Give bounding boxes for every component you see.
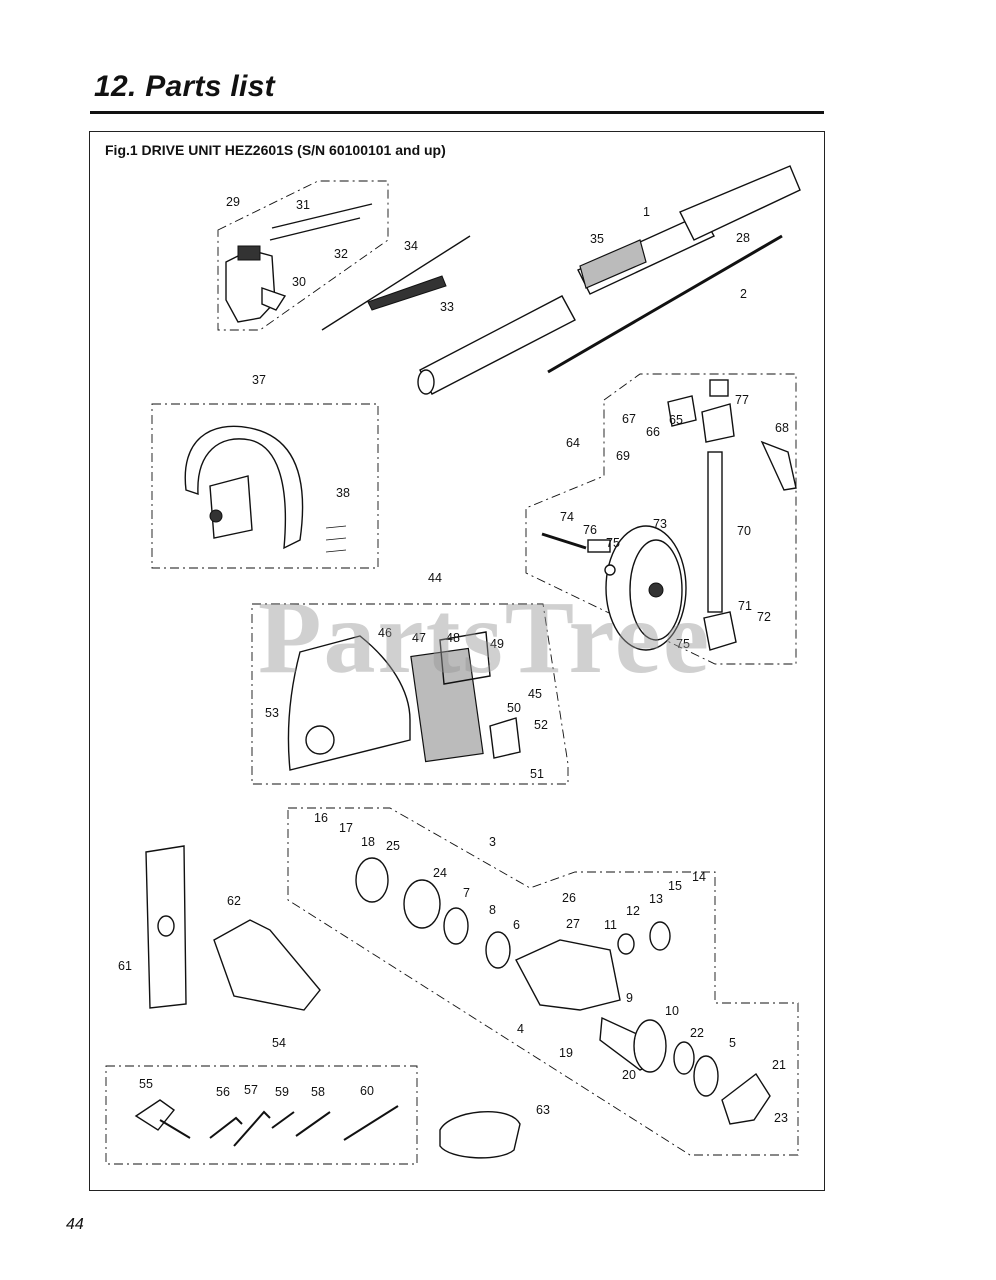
- label-27: 27: [566, 917, 580, 931]
- label-59: 59: [275, 1085, 289, 1099]
- label-63: 63: [536, 1103, 550, 1117]
- label-24: 24: [433, 866, 447, 880]
- label-50: 50: [507, 701, 521, 715]
- label-75-spacer: 75: [676, 637, 690, 651]
- label-10: 10: [665, 1004, 679, 1018]
- label-71: 71: [738, 599, 752, 613]
- blade-guard-assembly: [287, 631, 521, 771]
- label-1: 1: [643, 205, 650, 219]
- label-75-washer: 75: [606, 536, 620, 550]
- title-rule: [90, 111, 824, 114]
- figure-caption: Fig.1 DRIVE UNIT HEZ2601S (S/N 60100101 …: [105, 142, 446, 158]
- label-19: 19: [559, 1046, 573, 1060]
- label-2: 2: [740, 287, 747, 301]
- label-8: 8: [489, 903, 496, 917]
- label-65: 65: [669, 413, 683, 427]
- label-15: 15: [668, 879, 682, 893]
- label-6: 6: [513, 918, 520, 932]
- callout-labels: 1 2 3 4 5 6 7 8 9 10 11 12 13 14 15 16 1…: [118, 195, 789, 1125]
- label-22: 22: [690, 1026, 704, 1040]
- label-11: 11: [604, 918, 617, 932]
- label-68: 68: [775, 421, 789, 435]
- label-64: 64: [566, 436, 580, 450]
- label-29: 29: [226, 195, 240, 209]
- label-44: 44: [428, 571, 442, 585]
- group-boundaries: [105, 180, 799, 1165]
- label-57: 57: [244, 1083, 258, 1097]
- label-38: 38: [336, 486, 350, 500]
- label-17: 17: [339, 821, 353, 835]
- label-14: 14: [692, 870, 706, 884]
- page-number: 44: [66, 1216, 84, 1233]
- label-61: 61: [118, 959, 132, 973]
- label-69: 69: [616, 449, 630, 463]
- loop-handle: [184, 425, 347, 553]
- label-70: 70: [737, 524, 751, 538]
- label-73: 73: [653, 517, 667, 531]
- label-54: 54: [272, 1036, 286, 1050]
- throttle-assembly: [225, 203, 471, 331]
- label-49: 49: [490, 637, 504, 651]
- label-25: 25: [386, 839, 400, 853]
- label-5: 5: [729, 1036, 736, 1050]
- label-16: 16: [314, 811, 328, 825]
- drive-shaft-assembly: [417, 165, 801, 395]
- label-46: 46: [378, 626, 392, 640]
- label-47: 47: [412, 631, 426, 645]
- label-20: 20: [622, 1068, 636, 1082]
- label-35: 35: [590, 232, 604, 246]
- label-60: 60: [360, 1084, 374, 1098]
- label-30: 30: [292, 275, 306, 289]
- gear-case-assembly: [355, 857, 771, 1125]
- label-34: 34: [404, 239, 418, 253]
- label-37: 37: [252, 373, 266, 387]
- label-32: 32: [334, 247, 348, 261]
- label-26: 26: [562, 891, 576, 905]
- label-7: 7: [463, 886, 470, 900]
- label-66: 66: [646, 425, 660, 439]
- accessories: [134, 845, 521, 1159]
- label-67: 67: [622, 412, 636, 426]
- label-3: 3: [489, 835, 496, 849]
- label-58: 58: [311, 1085, 325, 1099]
- label-12: 12: [626, 904, 640, 918]
- label-4: 4: [517, 1022, 524, 1036]
- label-31: 31: [296, 198, 310, 212]
- wheel-assembly: [541, 379, 797, 651]
- label-21: 21: [772, 1058, 786, 1072]
- label-55: 55: [139, 1077, 153, 1091]
- label-28: 28: [736, 231, 750, 245]
- label-56: 56: [216, 1085, 230, 1099]
- label-33: 33: [440, 300, 454, 314]
- figure-frame: [89, 131, 825, 1191]
- label-74: 74: [560, 510, 574, 524]
- label-62: 62: [227, 894, 241, 908]
- label-51: 51: [530, 767, 544, 781]
- label-45: 45: [528, 687, 542, 701]
- label-53: 53: [265, 706, 279, 720]
- label-76: 76: [583, 523, 597, 537]
- label-48: 48: [446, 631, 460, 645]
- label-52: 52: [534, 718, 548, 732]
- label-77: 77: [735, 393, 749, 407]
- page-title: 12. Parts list: [94, 70, 275, 103]
- label-23: 23: [774, 1111, 788, 1125]
- label-18: 18: [361, 835, 375, 849]
- label-13: 13: [649, 892, 663, 906]
- label-72: 72: [757, 610, 771, 624]
- label-9: 9: [626, 991, 633, 1005]
